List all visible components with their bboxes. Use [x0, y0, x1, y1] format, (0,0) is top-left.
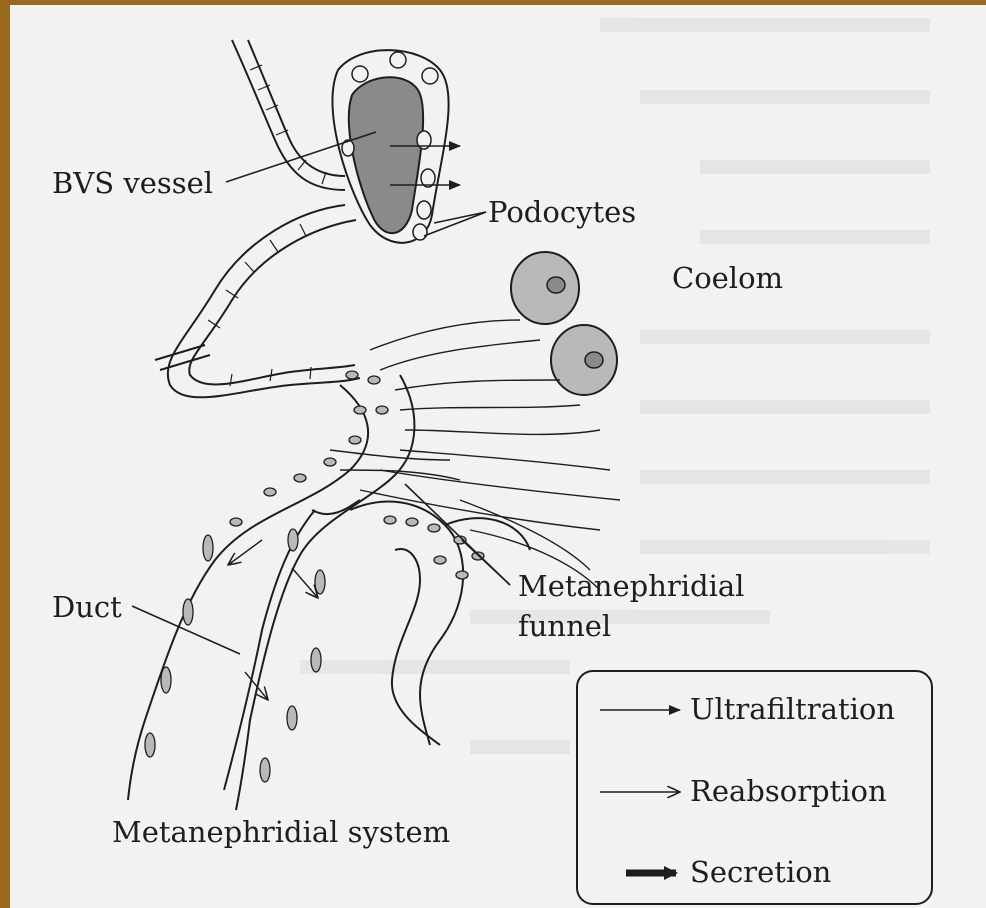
label-coelom: Coelom	[672, 261, 783, 295]
label-duct: Duct	[52, 590, 122, 624]
duct-tube	[128, 375, 530, 810]
label-funnel-line1: Metanephridial	[518, 569, 744, 603]
label-funnel-line2: funnel	[518, 609, 611, 643]
duct-cells	[145, 371, 484, 782]
blood-vessel-tube	[155, 40, 360, 397]
vessel-cross-walls	[208, 65, 326, 386]
legend-label-ultrafiltration: Ultrafiltration	[690, 692, 895, 726]
duct-transport-arrows	[228, 540, 318, 700]
coelom-cells	[511, 252, 617, 395]
caption-metanephridial-system: Metanephridial system	[112, 815, 450, 849]
legend-label-reabsorption: Reabsorption	[690, 774, 887, 808]
legend-label-secretion: Secretion	[690, 855, 831, 889]
label-bvs-vessel: BVS vessel	[52, 166, 213, 200]
legend-box: Ultrafiltration Reabsorption Secretion	[577, 671, 932, 904]
label-podocytes: Podocytes	[488, 195, 636, 229]
